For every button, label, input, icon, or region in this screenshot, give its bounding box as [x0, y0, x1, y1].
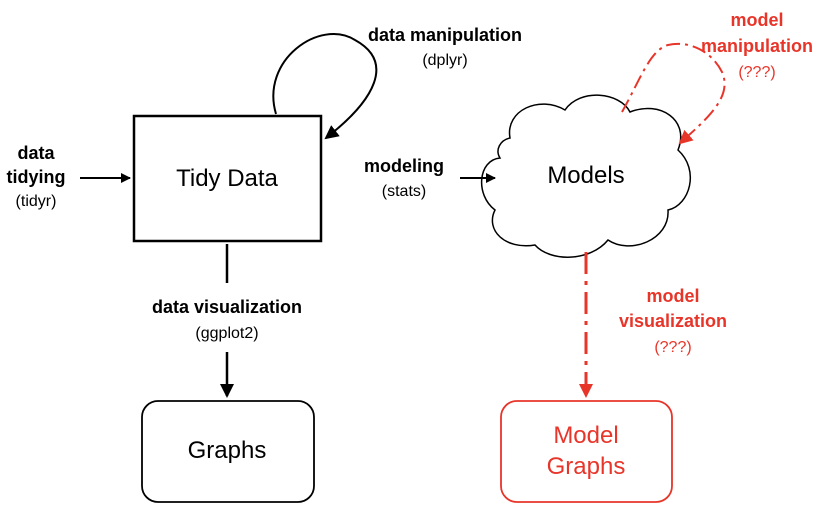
model-graphs-box [500, 400, 673, 503]
modeling-package: (stats) [382, 183, 426, 200]
model-manipulation-label-line2: manipulation [701, 36, 813, 56]
graphs-label: Graphs [188, 437, 267, 464]
data-tidying-label-line1: data [17, 143, 55, 163]
models-cloud [481, 94, 692, 258]
data-manipulation-package: (dplyr) [422, 52, 467, 69]
tidy-data-label: Tidy Data [176, 165, 278, 192]
data-visualization-label: data visualization [152, 297, 302, 317]
models-label: Models [547, 162, 624, 189]
data-manipulation-label: data manipulation [368, 25, 522, 45]
model-graphs-label-line2: Graphs [547, 453, 626, 480]
model-manipulation-label-line1: model [730, 10, 783, 30]
data-tidying-label-line2: tidying [7, 167, 66, 187]
model-graphs-label-line1: Model [553, 422, 618, 449]
modeling-label: modeling [364, 156, 444, 176]
data-manipulation-loop [272, 33, 378, 140]
model-manipulation-package: (???) [738, 64, 775, 81]
model-visualization-package: (???) [654, 339, 691, 356]
data-visualization-package: (ggplot2) [195, 325, 258, 342]
model-visualization-label-line1: model [646, 286, 699, 306]
tidy-data-box [132, 114, 323, 243]
data-tidying-package: (tidyr) [16, 193, 57, 210]
model-visualization-label-line2: visualization [619, 311, 727, 331]
model-manipulation-loop [621, 42, 726, 145]
graphs-box [141, 400, 315, 503]
